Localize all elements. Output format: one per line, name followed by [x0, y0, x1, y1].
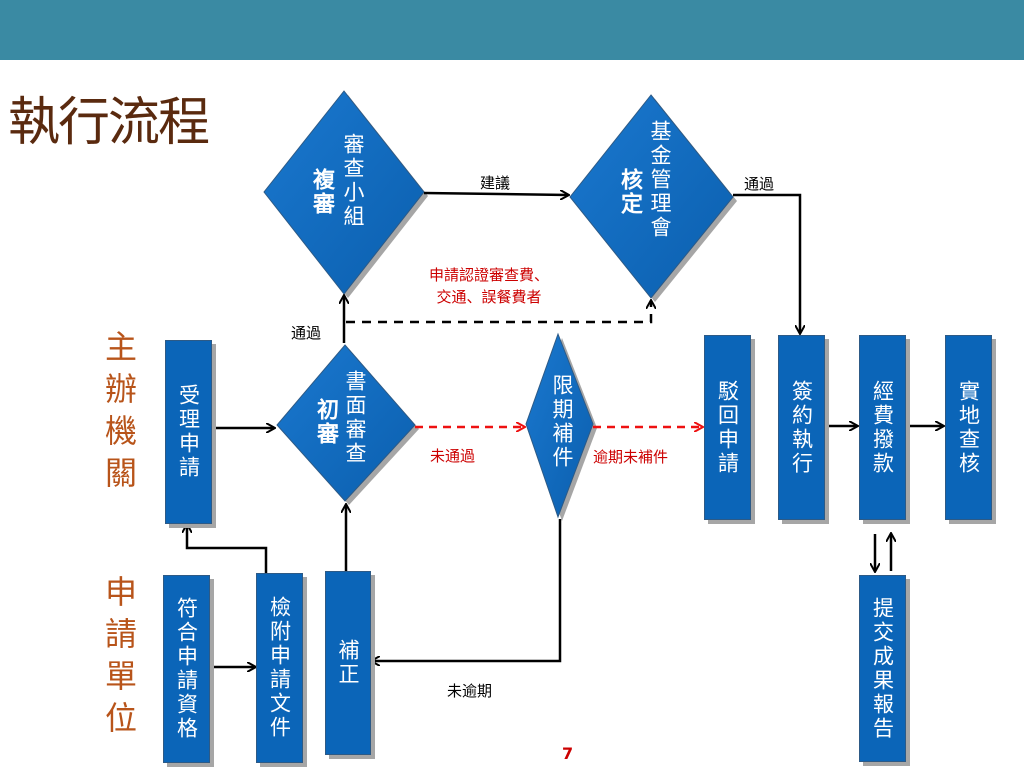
- attach-documents-box: 檢附申請文件: [256, 573, 303, 763]
- approve-main: 核定: [617, 168, 643, 216]
- review-sub: 審查小組: [341, 133, 365, 229]
- deadline-sub: 限期補件: [550, 374, 574, 470]
- submit-report-box: 提交成果報告: [859, 575, 906, 762]
- review-main: 複審: [309, 168, 335, 216]
- pass-approve-label: 通過: [744, 175, 775, 193]
- sign-contract-box: 簽約執行: [778, 335, 825, 520]
- approve-diamond: [569, 94, 734, 299]
- subsidy-label: 申請認證審查費、 交通、誤餐費者: [428, 266, 549, 306]
- organizer-label: 主辦機關: [100, 330, 138, 498]
- reject-application-box: 駁回申請: [704, 335, 751, 520]
- not-overdue-label: 未逾期: [447, 682, 493, 700]
- qualification-box: 符合申請資格: [163, 575, 210, 763]
- overdue-label: 逾期未補件: [593, 448, 669, 466]
- initial-sub: 書面審查: [343, 370, 367, 466]
- page-title: 執行流程: [8, 93, 210, 153]
- initial-main: 初審: [313, 398, 339, 446]
- applicant-label: 申請單位: [100, 575, 138, 743]
- page-number: 7: [562, 744, 574, 763]
- suggest-label: 建議: [480, 174, 511, 192]
- fund-disbursement-box: 經費撥款: [859, 335, 906, 520]
- fail-label: 未通過: [430, 447, 476, 465]
- approve-sub: 基金管理會: [648, 120, 672, 240]
- site-inspection-box: 實地查核: [945, 335, 992, 520]
- pass-initial-label: 通過: [291, 324, 322, 342]
- accept-application-box: 受理申請: [165, 340, 212, 524]
- supplement-box: 補正: [325, 571, 371, 755]
- deadline-diamond: [525, 332, 594, 519]
- initial-diamond: [276, 344, 416, 502]
- header-bar: [0, 0, 1024, 60]
